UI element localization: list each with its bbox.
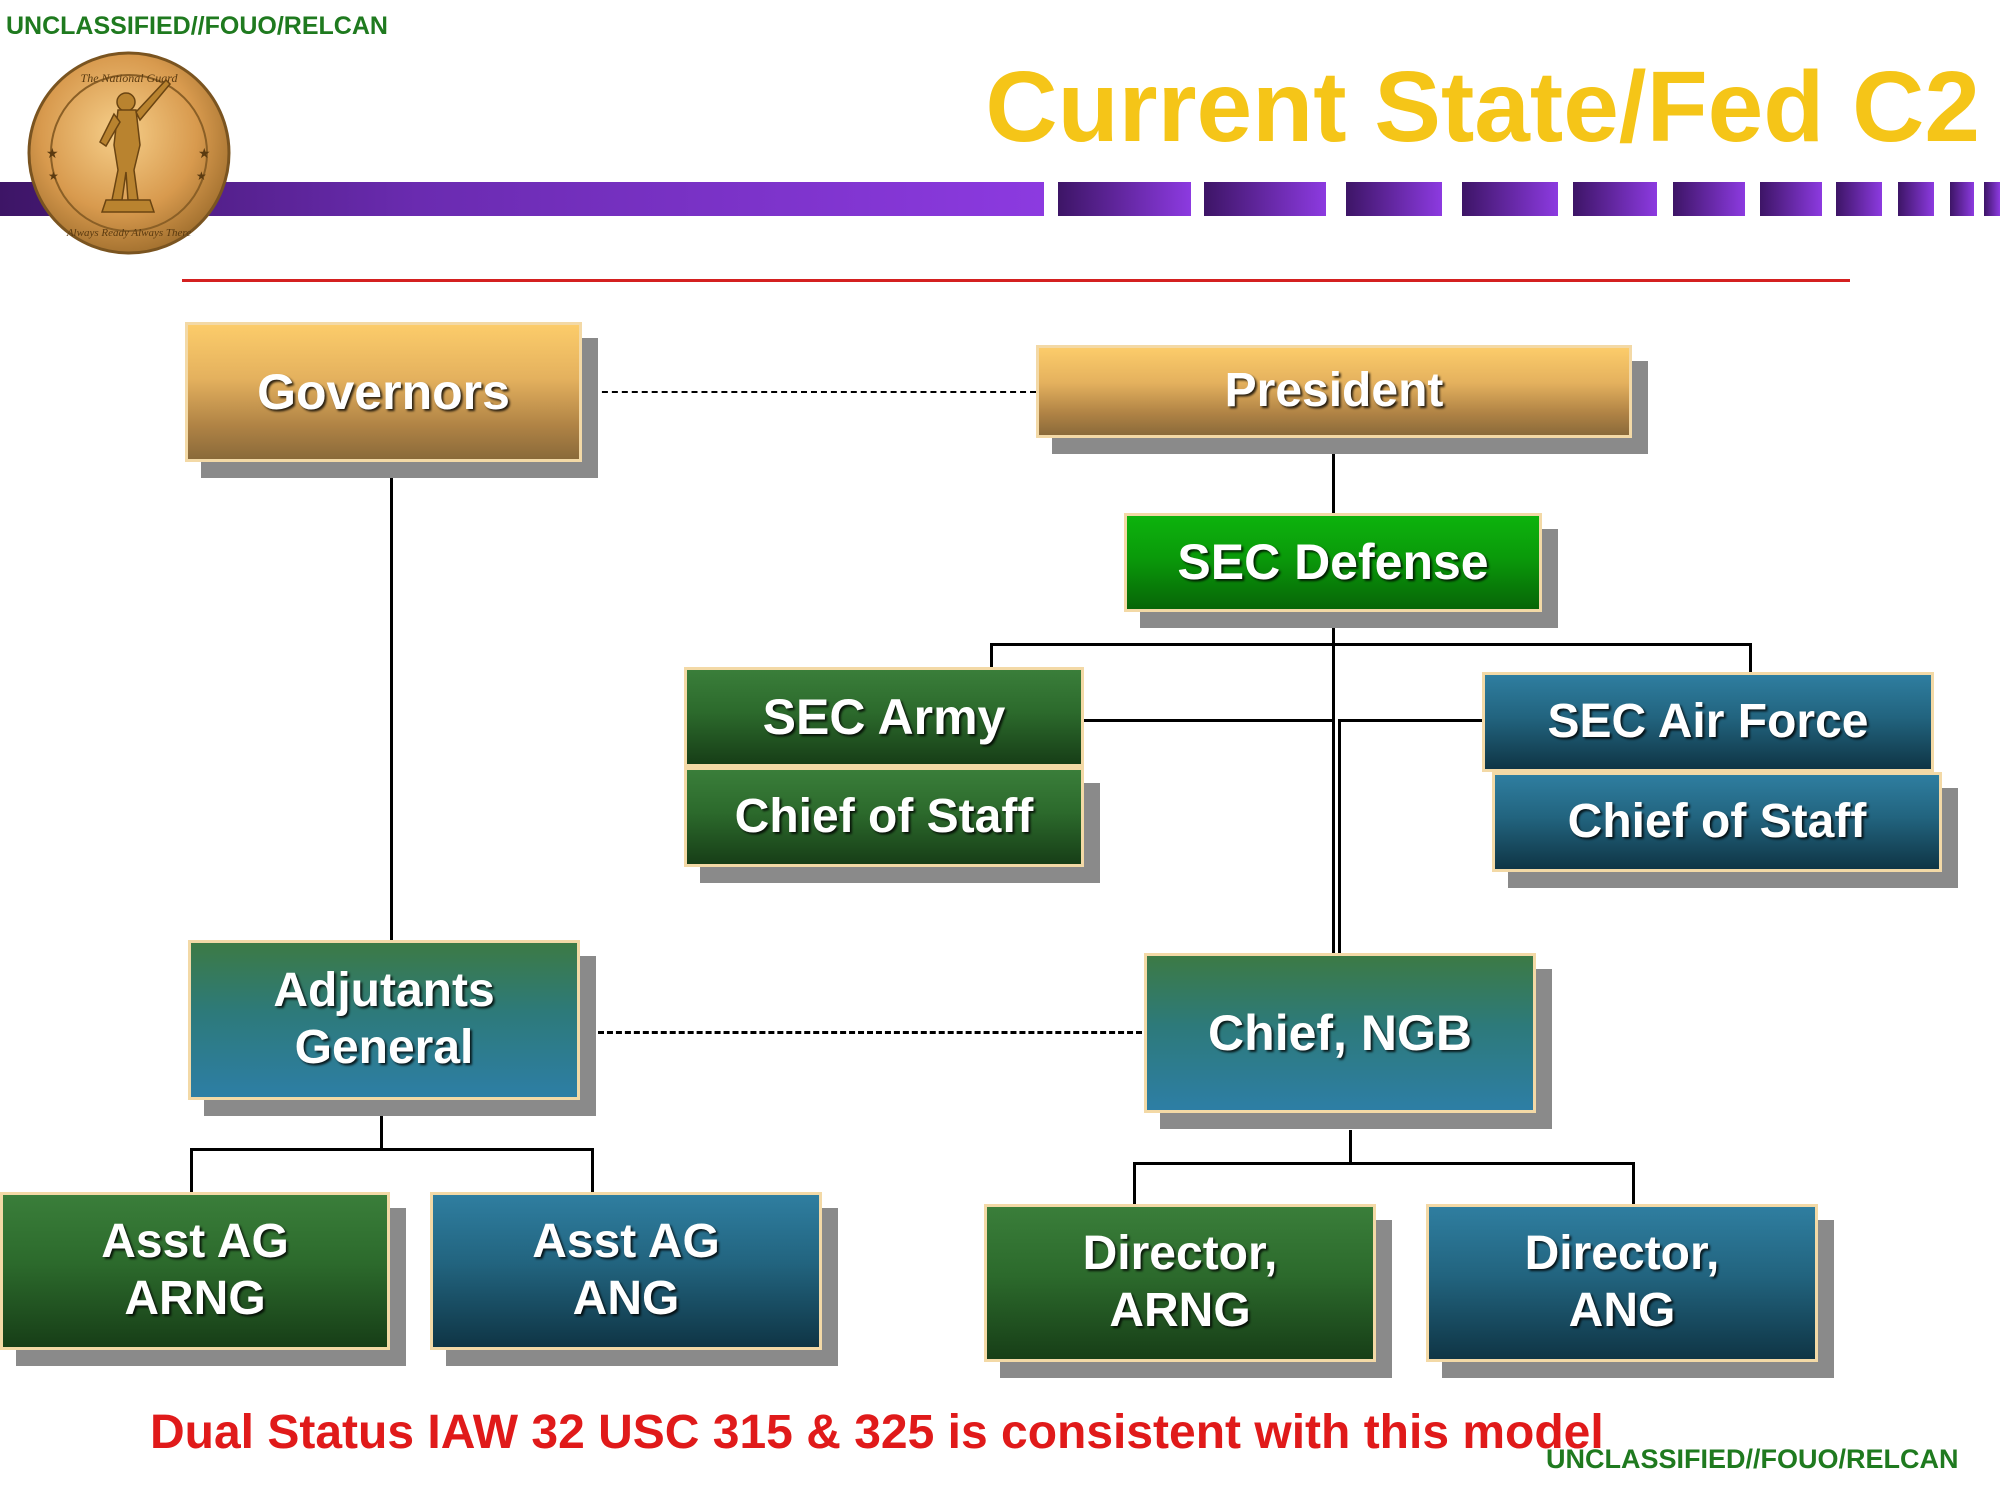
director-ang-box: Director, ANG (1426, 1204, 1818, 1362)
svg-text:★: ★ (48, 169, 59, 183)
national-guard-seal-icon: The National Guard Always Ready Always T… (27, 51, 231, 255)
asst-ag-arng-box: Asst AG ARNG (0, 1192, 390, 1350)
svg-text:★: ★ (196, 169, 207, 183)
governors-box: Governors (185, 322, 582, 462)
af-chief-of-staff-box: Chief of Staff (1492, 772, 1942, 872)
president-box: President (1036, 345, 1632, 438)
classification-top: UNCLASSIFIED//FOUO/RELCAN (6, 12, 388, 40)
seal-text-bottom: Always Ready Always There (66, 227, 191, 239)
seal-text-top: The National Guard (81, 71, 179, 85)
director-arng-box: Director, ARNG (984, 1204, 1376, 1362)
sec-defense-box: SEC Defense (1124, 513, 1542, 612)
svg-text:★: ★ (198, 145, 211, 161)
divider-line (182, 279, 1850, 282)
classification-bottom: UNCLASSIFIED//FOUO/RELCAN (1546, 1444, 1959, 1474)
army-chief-of-staff-box: Chief of Staff (684, 767, 1084, 867)
page-title: Current State/Fed C2 (985, 51, 1980, 163)
dual-status-note: Dual Status IAW 32 USC 315 & 325 is cons… (150, 1406, 1604, 1459)
chief-ngb-box: Chief, NGB (1144, 953, 1536, 1113)
svg-text:★: ★ (46, 145, 59, 161)
sec-army-box: SEC Army (684, 667, 1084, 767)
asst-ag-ang-box: Asst AG ANG (430, 1192, 822, 1350)
adjutants-general-box: Adjutants General (188, 940, 580, 1100)
sec-air-force-box: SEC Air Force (1482, 672, 1934, 772)
